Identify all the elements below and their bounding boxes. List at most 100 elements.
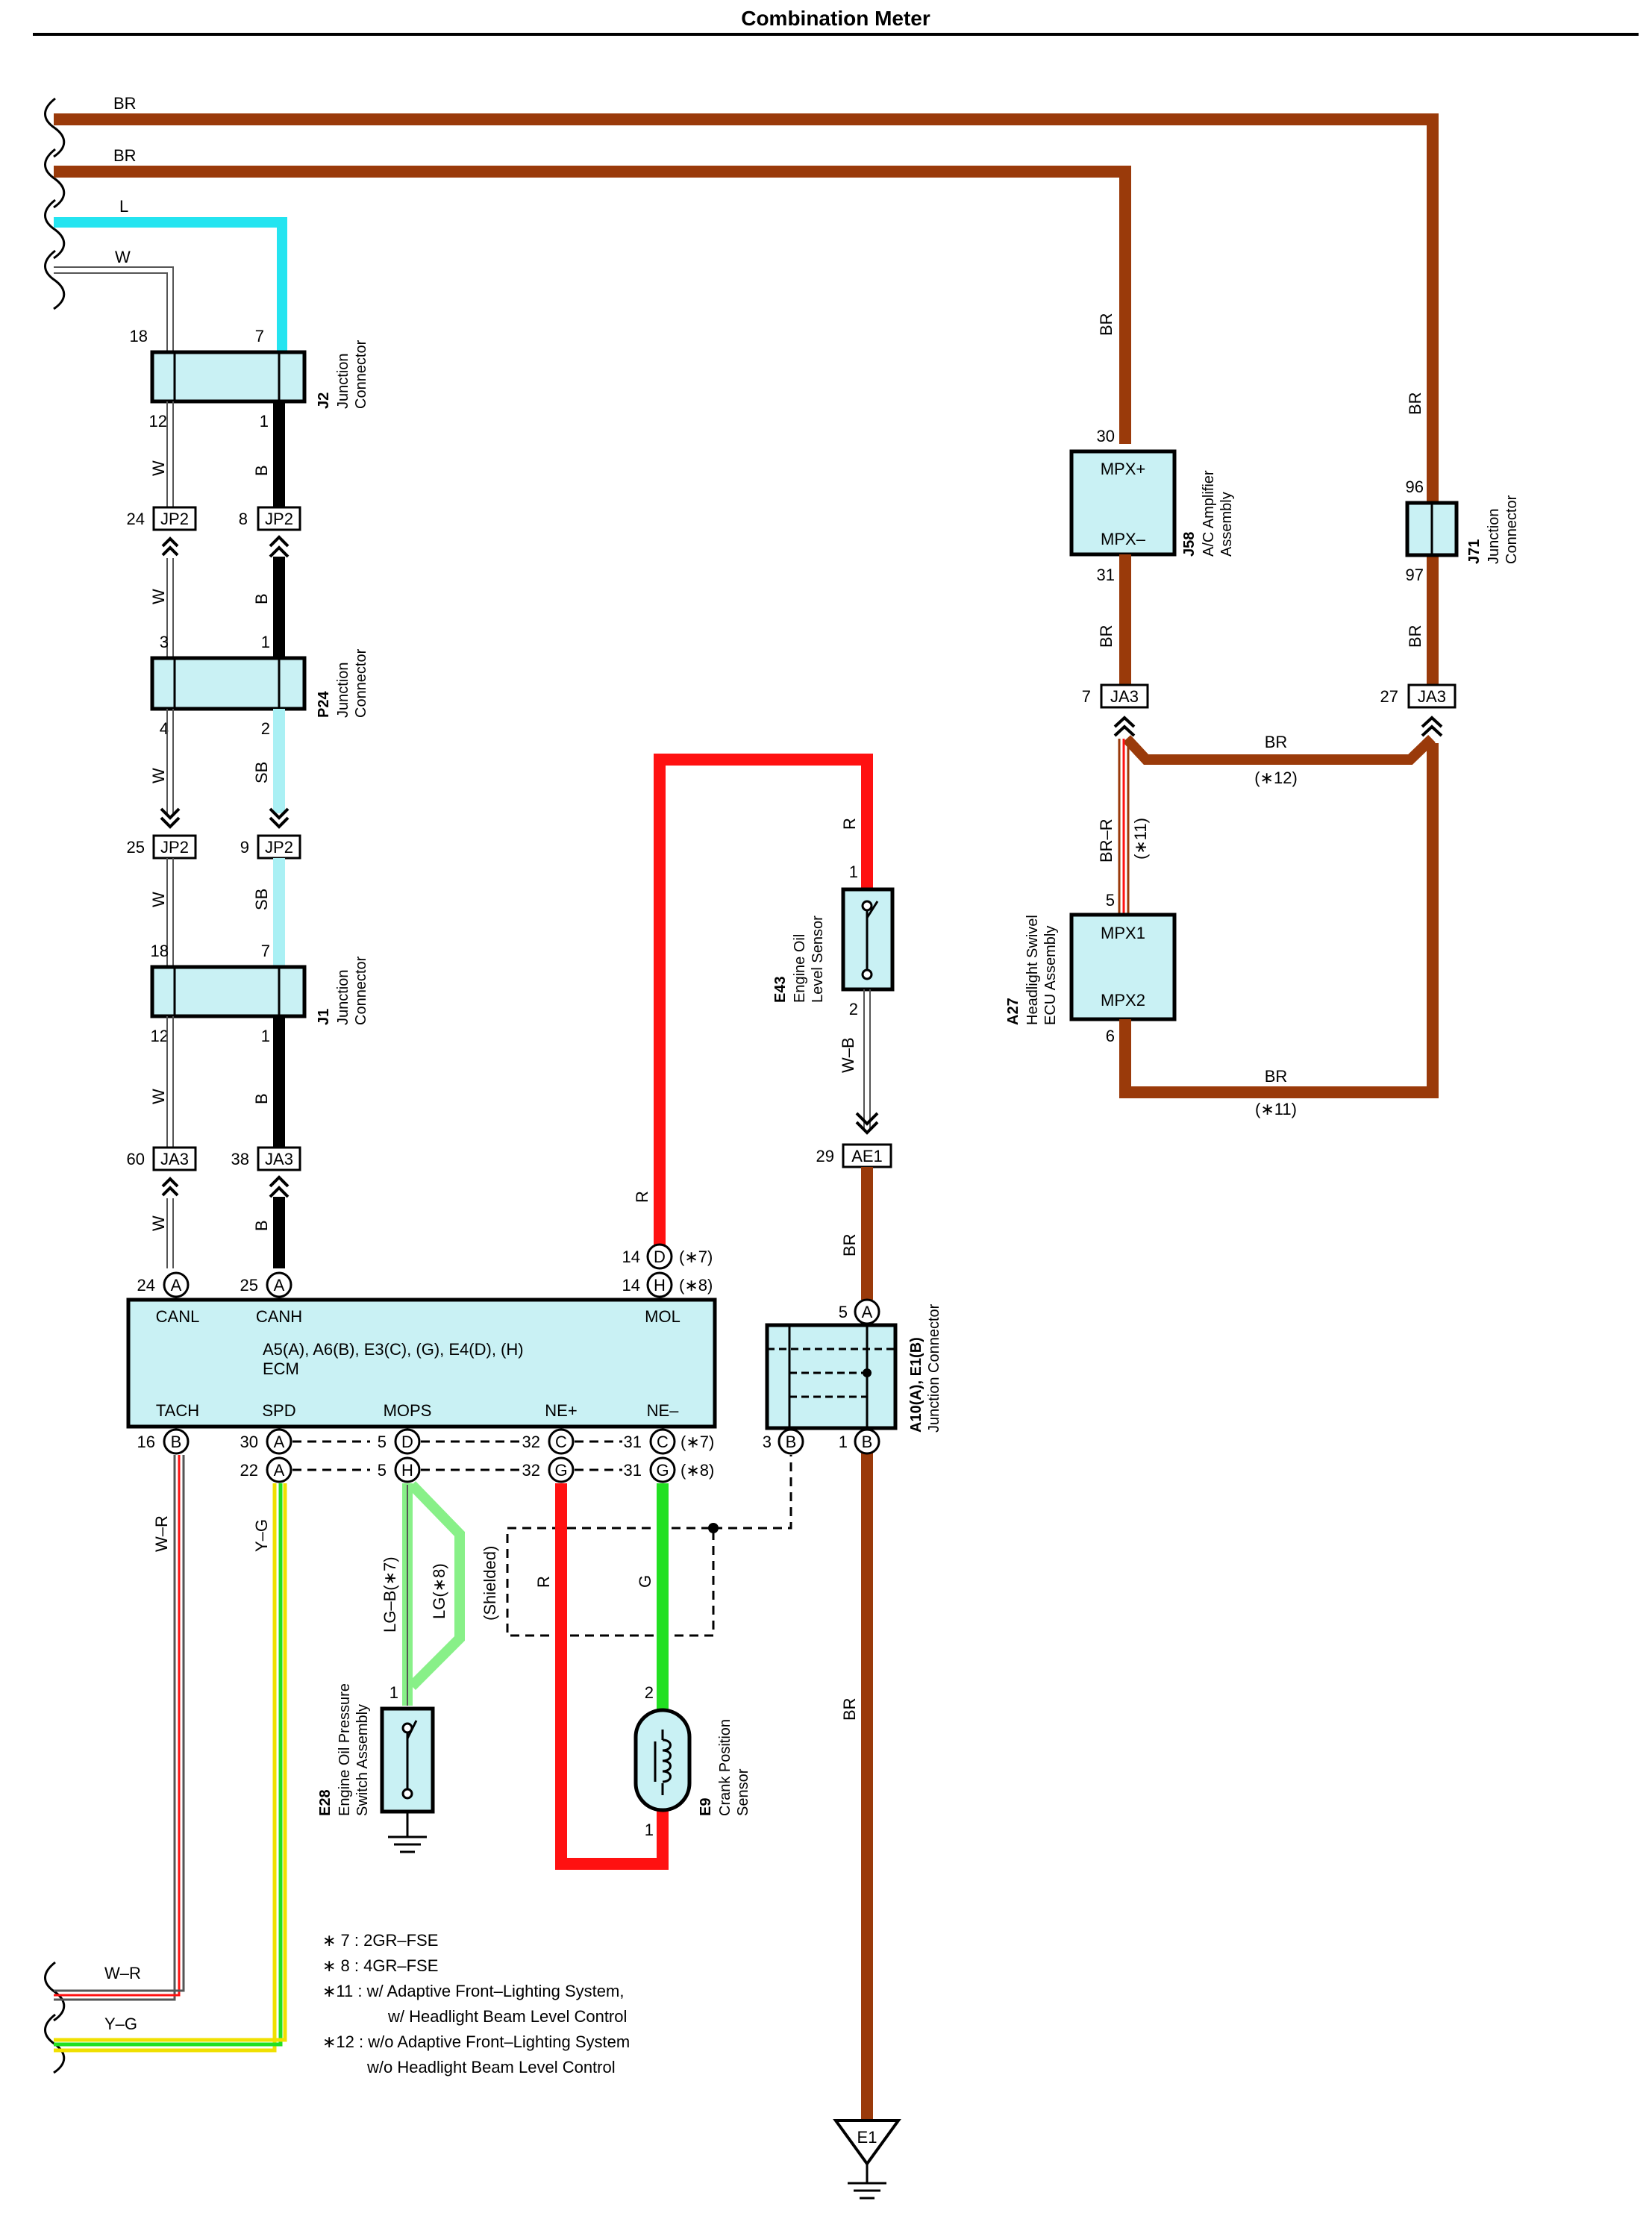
brr-wire	[1118, 739, 1130, 915]
ecm-pin-14h: H 14 (∗8)	[622, 1271, 713, 1298]
wire-label-r-top: R	[633, 1191, 651, 1203]
wire-label-r-crank: R	[534, 1576, 553, 1588]
svg-text:18: 18	[151, 942, 169, 960]
svg-text:1: 1	[261, 633, 270, 651]
svg-text:E1: E1	[857, 2128, 877, 2147]
w-wire-seg-2	[166, 558, 174, 657]
note-2: ∗ 8 : 4GR–FSE	[322, 1956, 438, 1975]
svg-text:Connector: Connector	[353, 339, 369, 409]
wire-label-w-5: W	[149, 1089, 168, 1104]
svg-text:J71: J71	[1466, 539, 1483, 564]
wire-label-b-1: B	[252, 465, 271, 476]
yg-wire	[54, 1483, 287, 2053]
svg-text:5: 5	[839, 1303, 848, 1321]
svg-text:E28: E28	[317, 1789, 334, 1816]
wire-label-w-6: W	[149, 1215, 168, 1231]
wire-label-wb: W–B	[839, 1037, 857, 1073]
svg-text:(∗8): (∗8)	[679, 1276, 713, 1295]
svg-text:38: 38	[231, 1150, 249, 1168]
svg-text:D: D	[401, 1433, 413, 1451]
svg-text:29: 29	[816, 1147, 834, 1165]
ecm-codes: A5(A), A6(B), E3(C), (G), E4(D), (H)	[263, 1340, 524, 1359]
svg-text:24: 24	[137, 1276, 155, 1295]
svg-text:Junction: Junction	[335, 663, 351, 719]
svg-text:JA3: JA3	[1110, 687, 1139, 706]
svg-text:J58: J58	[1181, 532, 1198, 557]
svg-text:MPX+: MPX+	[1101, 460, 1146, 478]
svg-text:Connector: Connector	[353, 648, 369, 718]
wire-label-g-crank: G	[636, 1575, 654, 1588]
wire-label-lg: LG(∗8)	[430, 1563, 448, 1619]
svg-text:5: 5	[1106, 891, 1115, 910]
w-wire-seg-6	[166, 1198, 174, 1268]
chevron-down-icon	[855, 1112, 879, 1135]
engine-oil-pressure-switch-e28: 1 E28 Engine Oil Pressure Switch Assembl…	[317, 1683, 435, 1816]
svg-text:32: 32	[522, 1461, 540, 1480]
chevron-up-icon	[1113, 716, 1443, 737]
ecm-pin-14d: D 14 (∗7)	[622, 1243, 713, 1270]
svg-text:31: 31	[1097, 566, 1115, 584]
chevron-up-icon	[161, 535, 290, 558]
connector-ae1-29: AE1 29	[816, 1143, 892, 1168]
svg-text:(∗7): (∗7)	[680, 1433, 714, 1451]
wire-label-br-top-2: BR	[113, 146, 137, 165]
svg-text:Junction Connector: Junction Connector	[926, 1303, 942, 1433]
svg-text:H: H	[654, 1276, 666, 1295]
a10-pin-1b: B 1	[839, 1428, 880, 1455]
engine-oil-level-sensor-e43: 1 2 E43 Engine Oil Level Sensor	[772, 863, 895, 1018]
svg-text:Assembly: Assembly	[1218, 492, 1235, 557]
ecm-pin-25: A 25	[240, 1271, 292, 1298]
svg-text:Engine Oil: Engine Oil	[792, 934, 808, 1003]
junction-connector-p24: 3 1 4 2 P24 Junction Connector	[150, 633, 369, 738]
svg-text:(∗8): (∗8)	[680, 1461, 714, 1480]
connector-ja3-7: JA3 7	[1082, 683, 1149, 709]
ground-icon	[388, 1812, 427, 1853]
svg-text:5: 5	[378, 1433, 387, 1451]
br-wire-bottom-loop	[1119, 743, 1439, 1098]
ecm-name: ECM	[263, 1359, 299, 1378]
svg-text:30: 30	[1097, 427, 1115, 445]
ac-amplifier-assembly-j58: MPX+ MPX– 30 31 J58 A/C Amplifier Assemb…	[1069, 427, 1235, 584]
ecm-canh: CANH	[256, 1307, 302, 1326]
svg-text:AE1: AE1	[851, 1147, 883, 1165]
svg-text:Junction: Junction	[1486, 509, 1502, 565]
connector-jp2-9: JP2 9	[240, 834, 301, 860]
wire-label-br-ae1: BR	[840, 1233, 859, 1256]
a10-pin-5a: A 5	[839, 1298, 880, 1325]
svg-text:Headlight Swivel: Headlight Swivel	[1024, 915, 1041, 1025]
svg-text:A: A	[171, 1276, 182, 1295]
svg-text:25: 25	[240, 1276, 258, 1295]
wire-label-w-2: W	[149, 589, 168, 604]
ecm-pin-16: B 16	[137, 1428, 190, 1455]
l-wire-top	[54, 217, 287, 351]
ecm-pin-dashes	[292, 1440, 622, 1471]
notes: ∗ 7 : 2GR–FSE ∗ 8 : 4GR–FSE ∗11 : w/ Ada…	[322, 1931, 630, 2076]
ecm-pin-22: A 22	[240, 1456, 292, 1483]
svg-text:JA3: JA3	[265, 1150, 293, 1168]
wire-label-wr-bottom: W–R	[104, 1964, 141, 1982]
wire-label-wr: W–R	[152, 1515, 171, 1552]
wire-label-br-mid-note: (∗12)	[1254, 769, 1298, 787]
svg-text:JA3: JA3	[160, 1150, 189, 1168]
svg-text:Junction: Junction	[335, 354, 351, 410]
svg-text:H: H	[401, 1461, 413, 1480]
ecm-pin-30: A 30	[240, 1428, 292, 1455]
svg-text:Switch Assembly: Switch Assembly	[354, 1704, 371, 1816]
wb-wire	[863, 989, 871, 1128]
svg-text:Engine Oil Pressure: Engine Oil Pressure	[337, 1683, 353, 1816]
wire-label-b-5: B	[252, 1093, 271, 1104]
ecm-mol: MOL	[645, 1307, 680, 1326]
junction-connector-j1: 18 7 12 1 J1 Junction Connector	[150, 942, 369, 1045]
svg-text:A27: A27	[1005, 998, 1021, 1025]
svg-text:Junction: Junction	[335, 970, 351, 1026]
svg-text:Connector: Connector	[1504, 495, 1520, 564]
svg-text:A/C Amplifier: A/C Amplifier	[1201, 470, 1217, 557]
svg-text:18: 18	[130, 327, 148, 345]
svg-text:14: 14	[622, 1248, 640, 1266]
wire-label-shielded: (Shielded)	[481, 1546, 499, 1621]
w-wire-seg-4	[166, 858, 174, 965]
ecm-pin-24: A 24	[137, 1271, 190, 1298]
wire-label-br-bottom-note: (∗11)	[1255, 1100, 1297, 1118]
w-wire-seg-3	[166, 709, 174, 813]
shield	[506, 1455, 792, 1637]
